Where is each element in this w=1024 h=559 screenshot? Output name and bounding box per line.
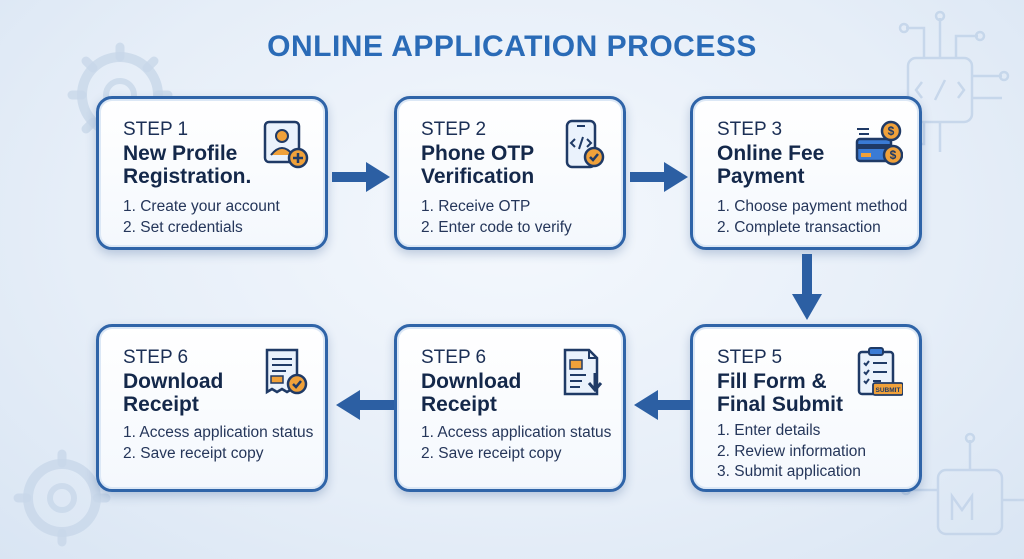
step-label: STEP 1	[123, 119, 189, 140]
step-card-6-left: STEP 6 Download Receipt 1. Access applic…	[96, 324, 328, 492]
step-title: Download Receipt	[123, 370, 224, 416]
step-items: 1. Create your account 2. Set credential…	[123, 197, 280, 238]
arrow-left-step6-step6	[336, 390, 394, 420]
step-item: 1. Access application status	[421, 424, 612, 441]
step-card-6-middle: STEP 6 Download Receipt 1. Access applic…	[394, 324, 626, 492]
page-title: ONLINE APPLICATION PROCESS	[267, 30, 757, 63]
step-title: Download Receipt	[421, 370, 522, 416]
step-label: STEP 5	[717, 347, 783, 368]
step-items: 1. Access application status 2. Save rec…	[421, 423, 611, 464]
step-items: 1. Enter details 2. Review information 3…	[717, 421, 866, 483]
step-item: 1. Enter details	[717, 422, 821, 439]
step-title: Phone OTP Verification	[421, 142, 535, 188]
step-item: 2. Save receipt copy	[123, 444, 264, 462]
step-card-2: STEP 2 Phone OTP Verification 1. Receive…	[394, 96, 626, 250]
arrow-right-step1-step2	[332, 162, 390, 192]
step-title: Online Fee Payment	[717, 142, 825, 188]
step-items: 1. Receive OTP 2. Enter code to verify	[421, 197, 572, 238]
svg-text:$: $	[890, 148, 897, 162]
user-add-icon	[263, 120, 309, 169]
arrow-left-step5-step6	[634, 390, 692, 420]
step-item: 1. Receive OTP	[421, 198, 531, 215]
arrow-right-step2-step3	[630, 162, 688, 192]
step-item: 2. Set credentials	[123, 218, 243, 236]
step-item: 2. Complete transaction	[717, 218, 881, 236]
step-item: 2. Enter code to verify	[421, 218, 572, 236]
step-label: STEP 6	[421, 347, 487, 368]
step-title: Fill Form & Final Submit	[717, 370, 843, 416]
payment-card-icon: $ $	[855, 120, 903, 166]
receipt-download-icon	[563, 348, 603, 396]
phone-check-icon	[565, 119, 605, 169]
step-card-3: STEP 3 Online Fee Payment 1. Choose paym…	[690, 96, 922, 250]
step-item: 1. Choose payment method	[717, 198, 908, 215]
step-label: STEP 6	[123, 347, 189, 368]
svg-text:$: $	[888, 124, 895, 138]
step-card-5: STEP 5 Fill Form & Final Submit 1. Enter…	[690, 324, 922, 492]
receipt-check-icon	[265, 348, 308, 395]
submit-stamp-text: SUBMIT	[876, 387, 901, 394]
form-submit-icon: SUBMIT	[857, 347, 903, 396]
step-item: 1. Access application status	[123, 424, 314, 441]
arrow-down-step3-step5	[792, 254, 822, 320]
step-card-1: STEP 1 New Profile Registration. 1. Crea…	[96, 96, 328, 250]
step-item: 2. Review information	[717, 442, 867, 460]
step-label: STEP 2	[421, 119, 487, 140]
step-items: 1. Access application status 2. Save rec…	[123, 423, 313, 464]
step-item: 2. Save receipt copy	[421, 444, 562, 462]
step-item: 3. Submit application	[717, 463, 861, 480]
step-title: New Profile Registration.	[123, 142, 252, 188]
step-item: 1. Create your account	[123, 198, 280, 215]
step-items: 1. Choose payment method 2. Complete tra…	[717, 197, 907, 238]
step-label: STEP 3	[717, 119, 783, 140]
